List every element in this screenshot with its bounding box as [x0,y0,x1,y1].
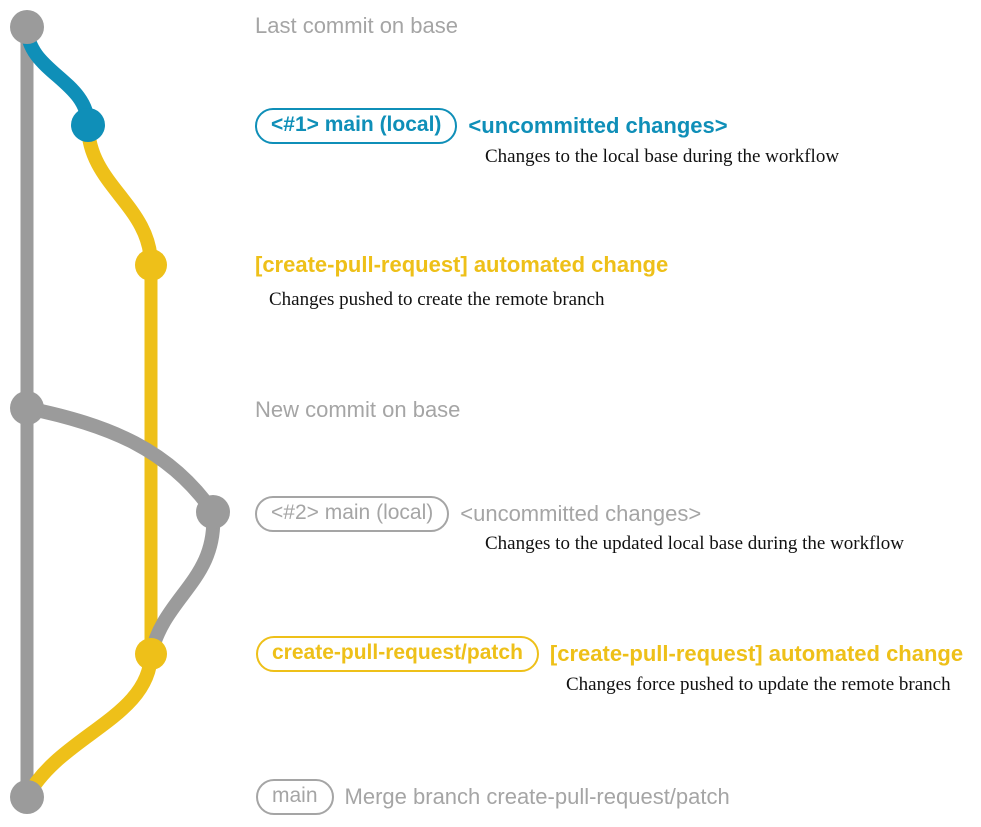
commit-subject-uncommitted-changes-1: <uncommitted changes> [468,113,728,138]
edge-local2-to-patch2 [144,505,221,661]
node-local-commit-1 [71,108,105,142]
commit-note-automated-change-2: Changes force pushed to update the remot… [566,674,951,695]
branch-badge-main-local-2[interactable]: <#2> main (local) [255,496,450,532]
node-patch-commit-1 [135,249,167,281]
commit-row-automated-change-2: create-pull-request/patch [create-pull-r… [256,636,963,672]
commit-subject-merge-branch: Merge branch create-pull-request/patch [344,784,730,809]
commit-row-automated-change-1: [create-pull-request] automated change [255,253,668,277]
commit-row-merge-commit: main Merge branch create-pull-request/pa… [256,779,730,815]
branch-badge-create-pull-request-patch[interactable]: create-pull-request/patch [256,636,539,672]
commit-subject-automated-change-2: [create-pull-request] automated change [549,641,964,666]
node-merge-commit [10,780,44,814]
branch-badge-main-local-1[interactable]: <#1> main (local) [255,108,458,144]
node-local-commit-2 [196,495,230,529]
edge-patch2-to-merge [20,647,158,804]
commit-row-local-changes-1: <#1> main (local) <uncommitted changes> [255,108,728,144]
node-base-commit-new [10,391,44,425]
commit-note-local-changes-2: Changes to the updated local base during… [485,533,904,554]
commit-row-local-changes-2: <#2> main (local) <uncommitted changes> [255,496,701,532]
headline-new-commit-on-base: New commit on base [255,397,461,422]
commit-note-automated-change-1: Changes pushed to create the remote bran… [269,289,605,310]
node-base-commit-top [10,10,44,44]
branch-badge-main[interactable]: main [256,779,334,815]
commit-subject-automated-change-1: [create-pull-request] automated change [255,252,669,277]
commit-note-local-changes-1: Changes to the local base during the wor… [485,146,840,167]
headline-last-commit-on-base: Last commit on base [255,13,458,38]
edge-local1-to-patch1 [81,118,158,272]
commit-subject-uncommitted-changes-2: <uncommitted changes> [460,501,702,526]
edge-newbase-to-local2 [20,401,220,519]
node-patch-commit-2 [135,638,167,670]
